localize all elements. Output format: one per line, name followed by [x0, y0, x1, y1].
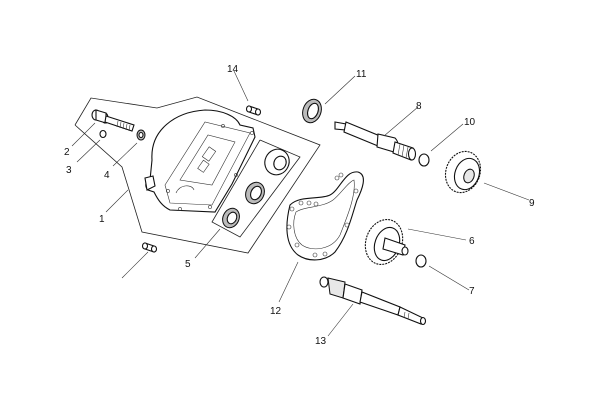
callout-7: 7 — [469, 286, 475, 297]
callout-8: 8 — [416, 101, 422, 112]
leader-5 — [194, 228, 221, 259]
leader-13 — [327, 303, 354, 337]
leader-14 — [233, 70, 249, 102]
leader-3 — [76, 139, 101, 163]
callout-11: 11 — [356, 69, 367, 80]
callout-3: 3 — [66, 165, 72, 176]
leader-2 — [71, 122, 96, 147]
callout-1: 1 — [99, 214, 105, 225]
callout-13: 13 — [315, 336, 327, 347]
part-drive-shaft[interactable] — [334, 121, 417, 161]
part-output-shaft[interactable] — [319, 276, 427, 326]
leader-7 — [428, 265, 470, 291]
callout-10: 10 — [464, 117, 476, 128]
leader-10 — [430, 123, 464, 152]
assembly-outline-casing — [74, 96, 321, 254]
part-gear-upper[interactable] — [440, 146, 486, 197]
part-bearing-set[interactable] — [220, 145, 294, 230]
leader-6 — [407, 228, 467, 241]
leader-12 — [278, 261, 299, 303]
leader-9 — [483, 182, 530, 201]
callout-14: 14 — [227, 64, 239, 75]
part-gasket[interactable] — [286, 171, 364, 261]
part-oil-seal[interactable] — [299, 97, 324, 126]
part-dowel-pin-bottom[interactable] — [141, 242, 158, 253]
callout-2: 2 — [64, 147, 70, 158]
callout-9: 9 — [529, 198, 535, 209]
callout-12: 12 — [270, 306, 282, 317]
part-circlip-lower[interactable] — [415, 254, 427, 268]
assembly-outline-bearings — [211, 139, 301, 238]
callout-5: 5 — [185, 259, 191, 270]
leader-11 — [324, 75, 356, 105]
part-intermediate-gear[interactable] — [359, 214, 409, 270]
part-bolt[interactable] — [91, 109, 135, 132]
part-washer[interactable] — [99, 129, 107, 139]
part-nut[interactable] — [136, 129, 146, 141]
leader-1 — [105, 189, 129, 213]
leader-pin — [121, 251, 149, 279]
leader-4 — [112, 142, 138, 167]
part-dowel-pin-top[interactable] — [245, 105, 262, 116]
callout-6: 6 — [469, 236, 475, 247]
part-casing[interactable] — [144, 109, 256, 213]
part-circlip-upper[interactable] — [418, 153, 430, 167]
callout-4: 4 — [104, 170, 110, 181]
leader-8 — [383, 106, 419, 137]
